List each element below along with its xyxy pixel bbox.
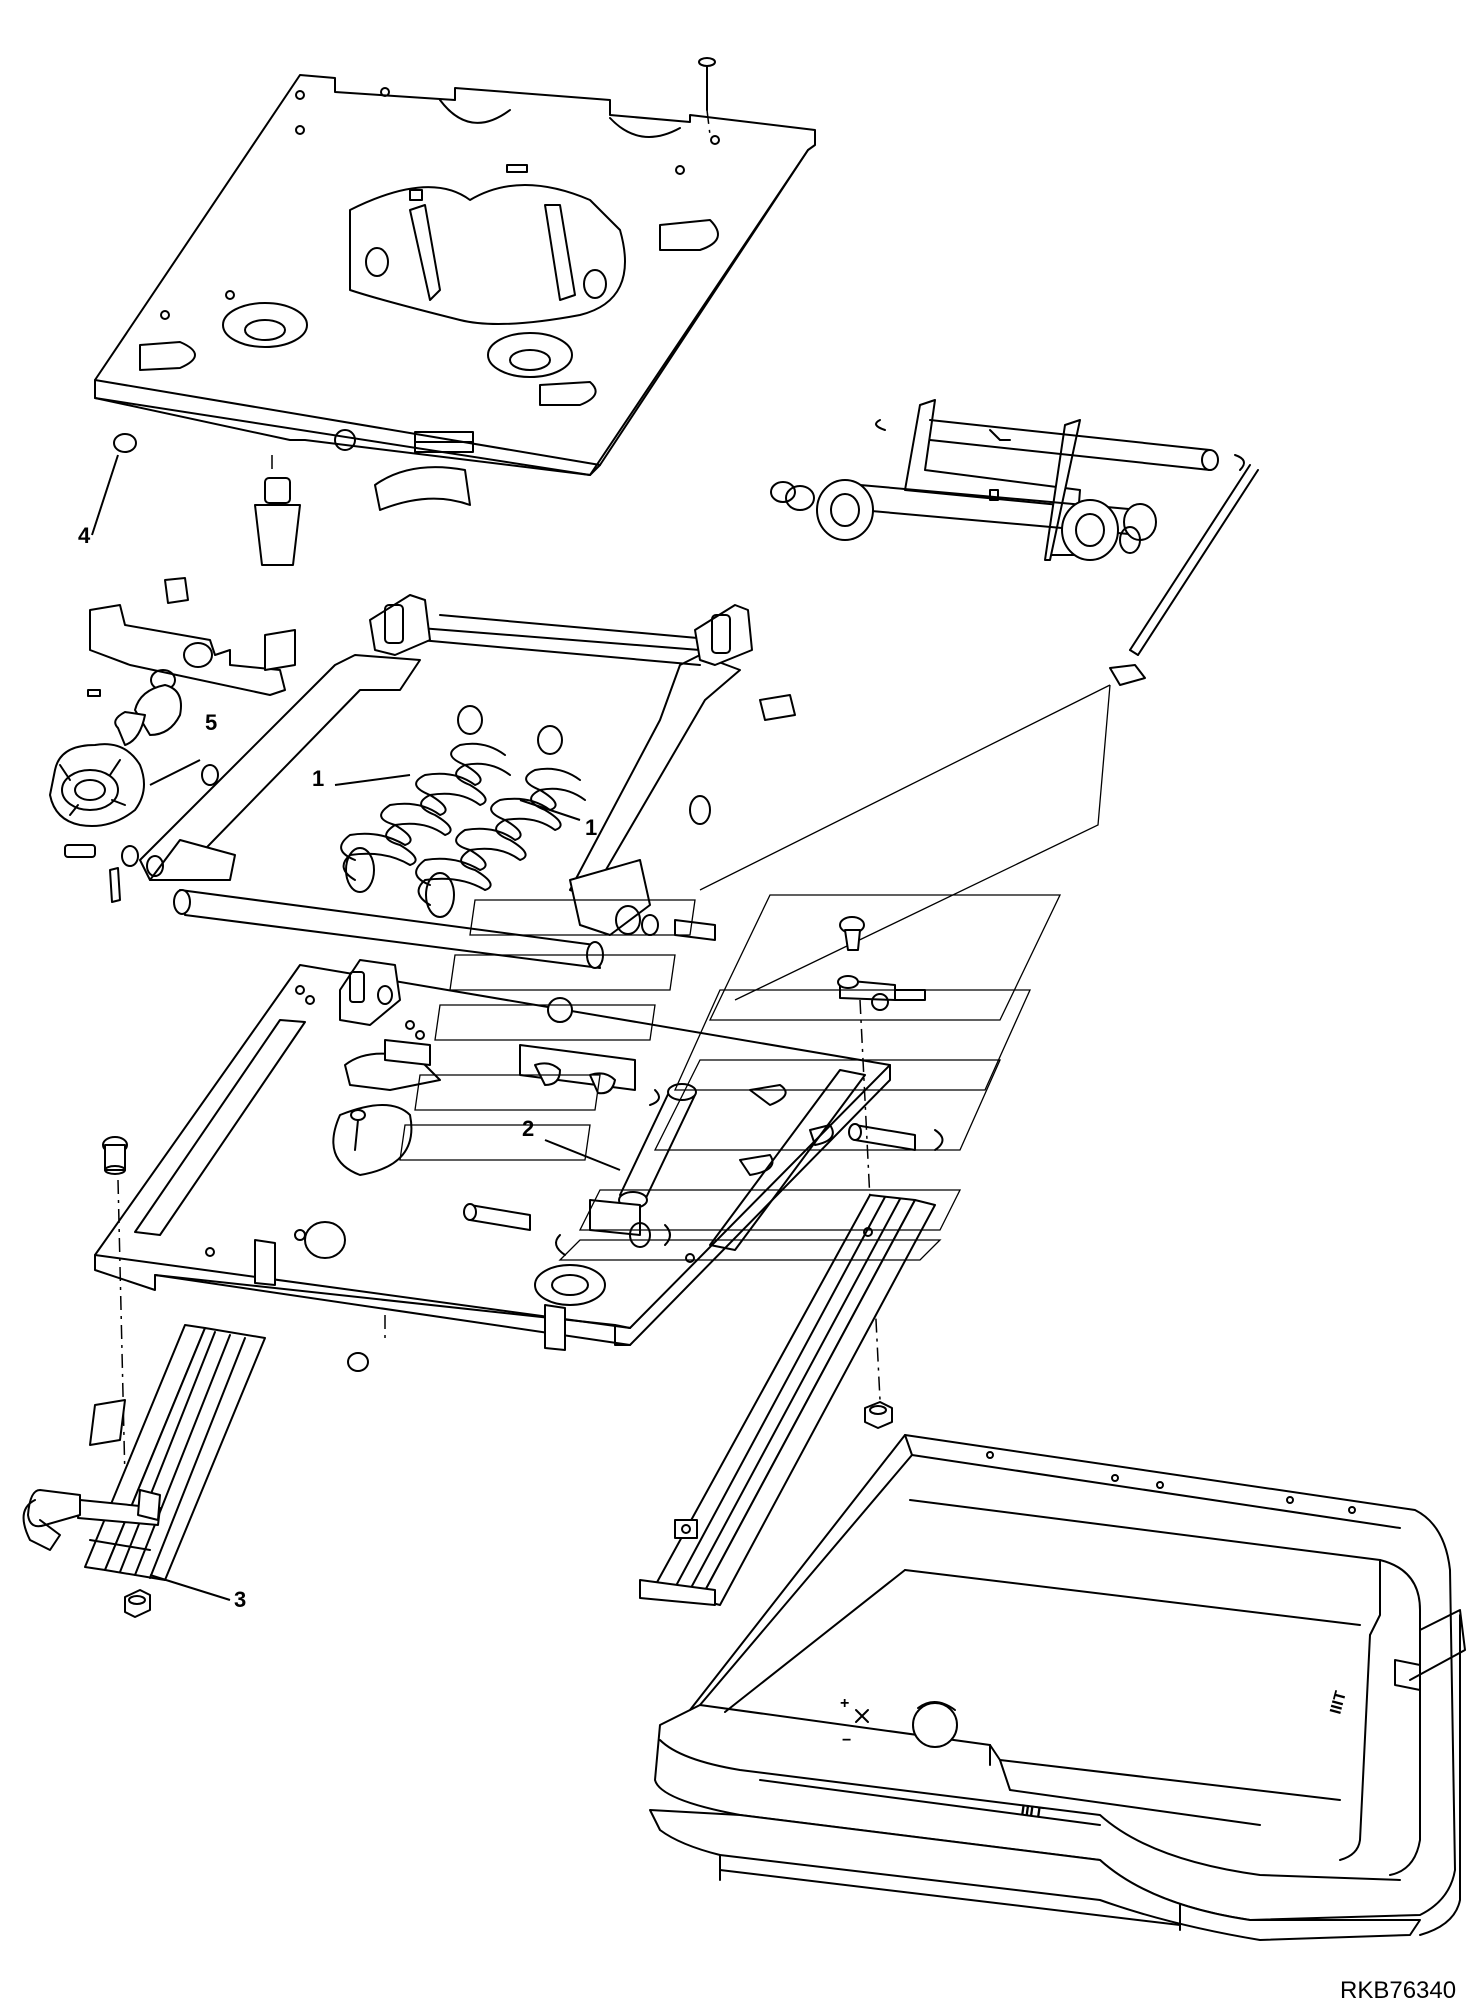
- callout-label: 1: [585, 815, 597, 840]
- right-slide-rail: [639, 1194, 936, 1606]
- small-clip: [1109, 664, 1146, 686]
- right-fittings: [837, 916, 926, 1011]
- nut: [864, 1401, 893, 1429]
- tension-spring: [415, 725, 586, 918]
- small-screw: [350, 1109, 366, 1151]
- adjust-mechanism: [87, 577, 296, 746]
- adjustment-knob: [49, 743, 145, 827]
- drawing-code: RKB76340: [1340, 1977, 1456, 2004]
- long-rod: [1129, 464, 1259, 656]
- lower-slide-plate: [94, 959, 944, 1351]
- clip-guide-lines: [699, 684, 1111, 1001]
- assembly-center-lines: [117, 999, 881, 1481]
- knob-pin-parts: [64, 844, 139, 903]
- bottom-plug: [347, 1315, 386, 1372]
- callout-label: 5: [205, 710, 217, 735]
- callout-label: 3: [234, 1587, 246, 1612]
- top-screw: [698, 57, 716, 136]
- nut: [124, 1589, 151, 1618]
- callout-leaders: [91, 454, 621, 1601]
- cap-screw: [102, 1136, 128, 1175]
- side-logo: IIIT: [1327, 1689, 1349, 1716]
- left-slide-rail: [22, 1324, 266, 1581]
- minus-marking: −: [842, 1732, 851, 1749]
- spring-frame: [139, 594, 796, 969]
- roller-shaft-assembly: [770, 399, 1245, 561]
- callout-label: 4: [78, 523, 91, 548]
- ghost-outline-shapes: [399, 894, 1062, 1261]
- tension-spring: [340, 705, 511, 893]
- rubber-bumper: [254, 455, 301, 566]
- seat-cover-frame: + − IIIT IIIT: [649, 1434, 1466, 1941]
- callout-label: 1: [312, 766, 324, 791]
- plus-marking: +: [840, 1695, 849, 1712]
- top-mounting-plate: [94, 74, 816, 476]
- cover-logo: IIIT: [1019, 1802, 1044, 1822]
- release-lever-cap: [374, 466, 471, 511]
- callout-label: 2: [522, 1116, 534, 1141]
- plug-cap: [113, 433, 137, 453]
